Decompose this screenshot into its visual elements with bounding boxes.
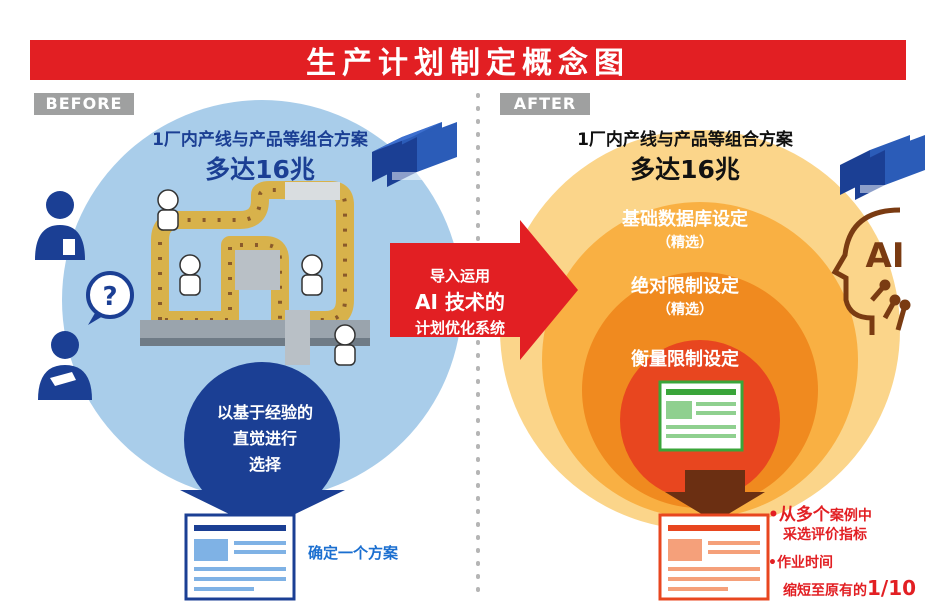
bullet2-value: 1/10 — [867, 576, 917, 600]
experience-label: 以基于经验的 直觉进行 选择 — [190, 400, 340, 478]
level-basic-database-sub: （精选） — [657, 235, 713, 251]
ai-system-line1: 导入运用 — [429, 267, 490, 285]
conveyor-illustration — [140, 181, 370, 366]
ai-label: AI — [865, 236, 905, 276]
question-bubble-icon: ? — [86, 271, 134, 325]
ai-system-label: 导入运用 AI 技术的 计划优化系统 — [398, 263, 522, 341]
before-result-label: 确定一个方案 — [308, 544, 399, 562]
bullet1-small: 案例中 — [829, 508, 872, 524]
page-title: 生产计划制定概念图 — [306, 46, 630, 81]
level-weighted-constraint: 衡量限制设定 — [631, 349, 739, 370]
person-thinking-icon — [38, 331, 92, 400]
document-icon-blue — [184, 513, 296, 601]
before-combination-count: 多达16兆 — [205, 155, 315, 184]
experience-line3: 选择 — [248, 455, 281, 474]
big-red-arrow — [390, 220, 578, 360]
bullet2-prefix: 缩短至原有的 — [783, 583, 867, 599]
document-icon-orange — [658, 513, 770, 601]
bullet1-line2: 采选评价指标 — [783, 527, 867, 543]
ai-head-icon — [831, 207, 911, 335]
bullet-work-time: •作业时间 — [768, 555, 833, 571]
experience-line1: 以基于经验的 — [216, 403, 313, 422]
before-tag: BEFORE — [34, 93, 134, 115]
down-arrow-blue — [180, 470, 345, 530]
after-combination-label: 1厂内产线与产品等组合方案 — [577, 130, 793, 150]
level-absolute-constraint: 绝对限制设定 — [631, 276, 739, 297]
factory-icon-right — [840, 135, 925, 200]
ai-system-line2: AI 技术的 — [415, 290, 505, 314]
title-banner: 生产计划制定概念图 — [30, 40, 906, 81]
document-icon-green — [658, 380, 744, 452]
bullet2-line2: 缩短至原有的1/10 — [783, 576, 938, 600]
experience-line2: 直觉进行 — [232, 429, 297, 448]
svg-text:?: ? — [102, 282, 117, 312]
person-writing-icon — [35, 191, 85, 260]
after-tag: AFTER — [500, 93, 590, 115]
ai-system-line3: 计划优化系统 — [414, 319, 505, 337]
level-basic-database: 基础数据库设定 — [622, 209, 748, 230]
bullet1-big: •从多个 — [768, 505, 830, 525]
level-absolute-constraint-sub: （精选） — [657, 302, 713, 318]
factory-icon-left — [372, 122, 457, 187]
down-arrow-brown — [665, 470, 765, 522]
after-combination-count: 多达16兆 — [630, 155, 740, 184]
before-combination-label: 1厂内产线与产品等组合方案 — [152, 130, 368, 150]
worker-icon — [157, 189, 356, 366]
bullet-multiple-cases: •从多个案例中 — [768, 500, 938, 525]
